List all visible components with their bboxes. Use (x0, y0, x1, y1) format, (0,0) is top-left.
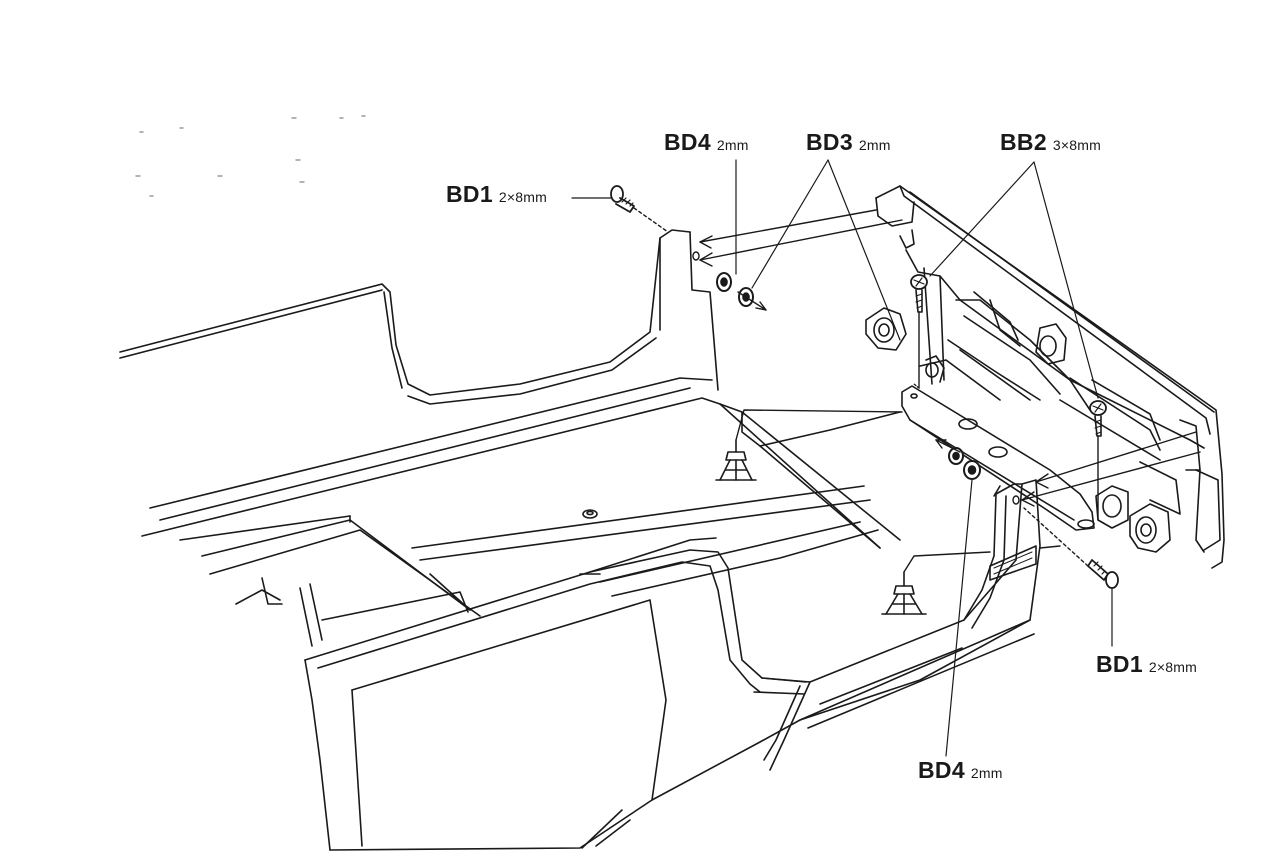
frame-mount-right (1095, 485, 1171, 553)
label-bd4-lower: BD4 2mm (918, 759, 1003, 782)
bd4-washer-lower (963, 460, 981, 480)
label-bb2: BB2 3×8mm (1000, 131, 1101, 154)
scan-specks (135, 115, 366, 197)
bumper-reflector (989, 545, 1037, 581)
left-fender-panel (119, 229, 719, 405)
push-clip-lower (881, 571, 927, 615)
label-size: 2×8mm (498, 189, 547, 205)
label-size: 2mm (716, 137, 749, 153)
label-code: BD4 (918, 757, 965, 783)
label-code: BD3 (806, 129, 853, 155)
label-size: 2×8mm (1148, 659, 1197, 675)
label-bd4-top: BD4 2mm (664, 131, 749, 154)
assembly-arrows (633, 207, 1201, 573)
callout-lines (571, 159, 1113, 757)
floor-hole (582, 509, 598, 519)
bb2-screw-lower (1089, 400, 1107, 437)
bb2-screw-upper (910, 274, 928, 313)
bd1-screw-lower (1087, 559, 1119, 589)
label-bd1-top: BD1 2×8mm (446, 183, 547, 206)
bd3-nut-top (738, 287, 754, 307)
label-code: BB2 (1000, 129, 1047, 155)
bd4-washer-top (716, 272, 732, 292)
frame-mount-left (865, 307, 907, 351)
mounting-bracket (901, 355, 1095, 531)
label-code: BD1 (446, 181, 493, 207)
label-size: 2mm (858, 137, 891, 153)
label-size: 3×8mm (1052, 137, 1101, 153)
label-bd1-lower: BD1 2×8mm (1096, 653, 1197, 676)
label-size: 2mm (970, 765, 1003, 781)
label-code: BD1 (1096, 651, 1143, 677)
label-code: BD4 (664, 129, 711, 155)
trunk-floor (141, 377, 901, 647)
label-bd3: BD3 2mm (806, 131, 891, 154)
bd1-screw-top (610, 185, 635, 213)
rear-panel-frame (875, 185, 1225, 569)
push-clip-upper (715, 439, 757, 481)
bumper-cover (304, 479, 1041, 851)
